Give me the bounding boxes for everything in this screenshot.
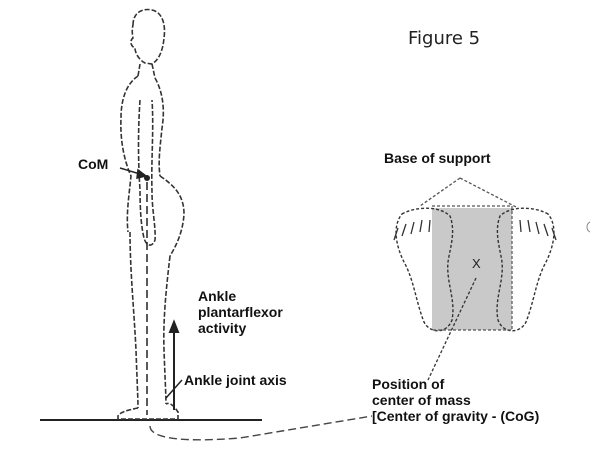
- position-center-label: Position of center of mass [Center of gr…: [372, 376, 539, 424]
- ankle-axis-label: Ankle joint axis: [184, 372, 287, 388]
- center-of-mass-x: X: [472, 256, 481, 271]
- figure-title: Figure 5: [408, 28, 480, 49]
- position-line-3: [Center of gravity - (CoG): [372, 408, 539, 424]
- ankle-activity-label: Ankle plantarflexor activity: [198, 288, 283, 336]
- ankle-activity-line-2: plantarflexor: [198, 304, 283, 320]
- ankle-activity-arrow: [170, 322, 178, 410]
- edge-mark: [587, 222, 590, 232]
- ankle-activity-line-1: Ankle: [198, 288, 283, 304]
- com-arrow: [120, 168, 146, 178]
- com-label: CoM: [78, 156, 108, 172]
- base-pointer-lines: [420, 178, 518, 208]
- position-line-2: center of mass: [372, 392, 539, 408]
- ankle-activity-line-3: activity: [198, 320, 283, 336]
- com-marker: [144, 175, 150, 181]
- base-of-support-label: Base of support: [384, 150, 491, 166]
- position-line-1: Position of: [372, 376, 539, 392]
